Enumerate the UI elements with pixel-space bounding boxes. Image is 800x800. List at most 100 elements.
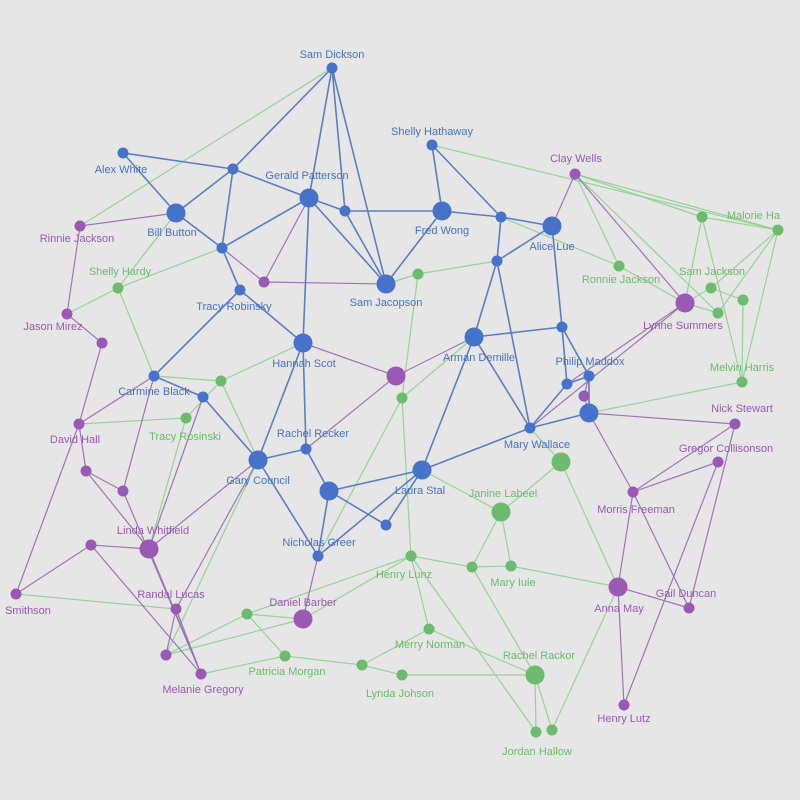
node-randal-lucas[interactable] bbox=[170, 603, 182, 615]
node-gail-duncan[interactable] bbox=[683, 602, 695, 614]
node-n-g1[interactable] bbox=[696, 211, 708, 223]
edge-patricia_morgan-melanie_gregory bbox=[200, 655, 286, 675]
node-n-a3[interactable] bbox=[495, 211, 507, 223]
node-melvin-harris[interactable] bbox=[736, 376, 748, 388]
edge-n_a5-tracy_robinsky bbox=[221, 247, 241, 291]
edge-fred_wong-n_a3 bbox=[441, 210, 502, 218]
node-smithson[interactable] bbox=[10, 588, 22, 600]
node-clay-wells[interactable] bbox=[569, 168, 581, 180]
node-philip-maddox[interactable] bbox=[583, 370, 595, 382]
node-label-hannah-scot: Hannah Scot bbox=[272, 358, 336, 370]
node-tracy-rosinski[interactable] bbox=[180, 412, 192, 424]
edge-n_g5-carmine_black bbox=[153, 375, 222, 382]
node-carmine-black[interactable] bbox=[148, 370, 160, 382]
node-rachel-recker[interactable] bbox=[300, 443, 312, 455]
node-nick-stewart[interactable] bbox=[729, 418, 741, 430]
node-melanie-gregory[interactable] bbox=[195, 668, 207, 680]
node-merry-norman[interactable] bbox=[423, 623, 435, 635]
node-david-hall[interactable] bbox=[73, 418, 85, 430]
edge-shelly_hardy-n_a5 bbox=[117, 247, 223, 289]
node-n-p5[interactable] bbox=[80, 465, 92, 477]
node-rachel-rackor[interactable] bbox=[525, 665, 545, 685]
node-n-a9[interactable] bbox=[197, 391, 209, 403]
node-patricia-morgan[interactable] bbox=[279, 650, 291, 662]
node-n-a4[interactable] bbox=[491, 255, 503, 267]
edge-clay_wells-malorie_h bbox=[574, 173, 779, 231]
node-malorie-h[interactable] bbox=[772, 224, 784, 236]
node-n-p7[interactable] bbox=[85, 539, 97, 551]
edge-n_g1-melvin_harris bbox=[701, 216, 743, 383]
node-sam-jackson[interactable] bbox=[705, 282, 717, 294]
edge-shelly_hardy-jason_mirez bbox=[66, 287, 119, 315]
edge-sam_dickson-rinnie_jackson bbox=[79, 67, 333, 227]
node-anna-may[interactable] bbox=[608, 577, 628, 597]
node-n-p8[interactable] bbox=[160, 649, 172, 661]
node-henry-lunz[interactable] bbox=[405, 550, 417, 562]
node-laura-stal[interactable] bbox=[412, 460, 432, 480]
node-n-a1[interactable] bbox=[227, 163, 239, 175]
node-n-g9[interactable] bbox=[241, 608, 253, 620]
edge-merry_norman-rachel_rackor bbox=[428, 628, 536, 676]
edge-shelly_hardy-bill_button bbox=[117, 212, 177, 289]
node-henry-lutz[interactable] bbox=[618, 699, 630, 711]
edge-clay_wells-n_g1 bbox=[574, 173, 703, 218]
node-shelly-hardy[interactable] bbox=[112, 282, 124, 294]
node-linda-whitfield[interactable] bbox=[139, 539, 159, 559]
node-fred-wong[interactable] bbox=[432, 201, 452, 221]
node-sam-dickson[interactable] bbox=[326, 62, 338, 74]
node-n-g5[interactable] bbox=[215, 375, 227, 387]
node-janine-labeel[interactable] bbox=[491, 502, 511, 522]
node-n-a11[interactable] bbox=[380, 519, 392, 531]
node-tracy-robinsky[interactable] bbox=[234, 284, 246, 296]
node-n-p1[interactable] bbox=[258, 276, 270, 288]
node-label-smithson: Smithson bbox=[5, 605, 51, 617]
edge-henry_lunz-n_g8 bbox=[410, 555, 473, 568]
node-n-g3[interactable] bbox=[737, 294, 749, 306]
node-alice-lue[interactable] bbox=[542, 216, 562, 236]
edge-shelly_hardy-carmine_black bbox=[117, 287, 155, 377]
node-daniel-barber[interactable] bbox=[293, 609, 313, 629]
node-shelly-hathaway[interactable] bbox=[426, 139, 438, 151]
node-sam-jacopson[interactable] bbox=[376, 274, 396, 294]
node-gary-council[interactable] bbox=[248, 450, 268, 470]
node-n-p4[interactable] bbox=[578, 390, 590, 402]
node-lynne-summers[interactable] bbox=[675, 293, 695, 313]
node-gerald-patterson[interactable] bbox=[299, 188, 319, 208]
node-nicholas-greer[interactable] bbox=[312, 550, 324, 562]
node-n-a5[interactable] bbox=[216, 242, 228, 254]
node-n-a2[interactable] bbox=[339, 205, 351, 217]
edge-fred_wong-sam_jacopson bbox=[385, 210, 443, 285]
node-arman-demille[interactable] bbox=[464, 327, 484, 347]
node-alex-white[interactable] bbox=[117, 147, 129, 159]
node-bill-button[interactable] bbox=[166, 203, 186, 223]
node-hannah-scot[interactable] bbox=[293, 333, 313, 353]
node-n-p6[interactable] bbox=[117, 485, 129, 497]
node-jason-mirez[interactable] bbox=[61, 308, 73, 320]
node-n-a8[interactable] bbox=[579, 403, 599, 423]
node-morris-freeman[interactable] bbox=[627, 486, 639, 498]
node-n-g11[interactable] bbox=[546, 724, 558, 736]
node-n-g8[interactable] bbox=[466, 561, 478, 573]
node-n-g2[interactable] bbox=[412, 268, 424, 280]
node-mary-iuie[interactable] bbox=[505, 560, 517, 572]
node-n-g6[interactable] bbox=[396, 392, 408, 404]
node-gregor-collisonson[interactable] bbox=[712, 456, 724, 468]
node-n-a10[interactable] bbox=[319, 481, 339, 501]
node-jordan-hallow[interactable] bbox=[530, 726, 542, 738]
node-ronnie-jackson[interactable] bbox=[613, 260, 625, 272]
node-n-g7[interactable] bbox=[551, 452, 571, 472]
node-n-g10[interactable] bbox=[356, 659, 368, 671]
node-lynda-johson[interactable] bbox=[396, 669, 408, 681]
node-n-p2[interactable] bbox=[96, 337, 108, 349]
node-n-p3[interactable] bbox=[386, 366, 406, 386]
node-n-a7[interactable] bbox=[561, 378, 573, 390]
edge-n_g11-anna_may bbox=[551, 586, 619, 731]
node-n-a6[interactable] bbox=[556, 321, 568, 333]
edge-n_a4-mary_wallace bbox=[496, 260, 531, 429]
node-n-g4[interactable] bbox=[712, 307, 724, 319]
node-rinnie-jackson[interactable] bbox=[74, 220, 86, 232]
edge-clay_wells-n_g4 bbox=[574, 173, 719, 314]
edge-henry_lunz-merry_norman bbox=[410, 555, 430, 630]
node-mary-wallace[interactable] bbox=[524, 422, 536, 434]
